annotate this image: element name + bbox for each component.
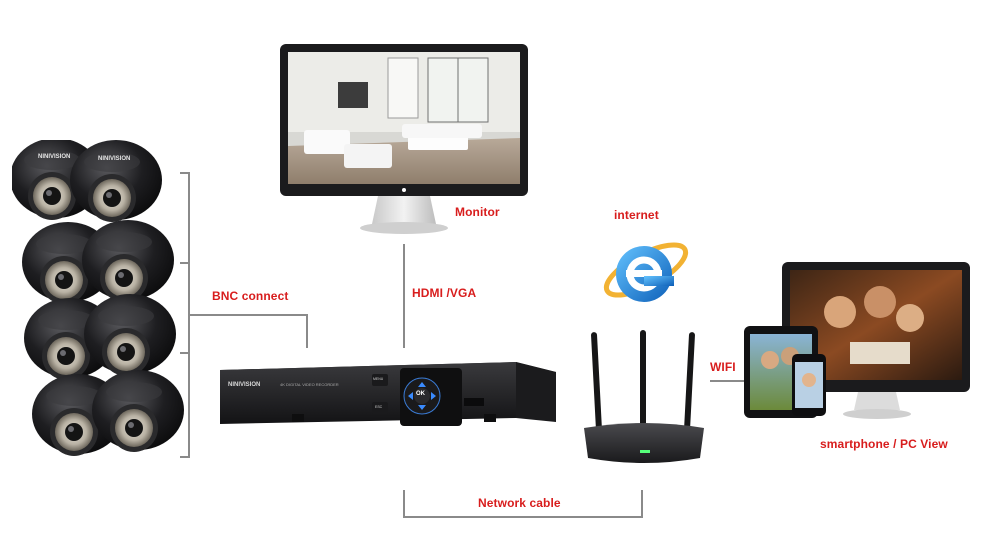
camera-brand-1: NINIVISION (38, 154, 70, 160)
wifi-label: WIFI (710, 360, 736, 374)
smartphone-pc-view-label: smartphone / PC View (820, 437, 948, 451)
hdmi-vga-label: HDMI /VGA (412, 286, 476, 300)
internet-label: internet (614, 208, 659, 222)
dvr-ok-button: OK (416, 391, 425, 397)
network-left (403, 490, 405, 518)
network-bottom (403, 516, 643, 518)
bnc-connect-label: BNC connect (212, 289, 288, 303)
hdmi-vertical (403, 244, 405, 348)
monitor (278, 42, 530, 236)
wifi-router (578, 330, 710, 470)
dvr-menu-button: MENU (373, 377, 383, 381)
network-right (641, 490, 643, 518)
dvr-esc-button: ESC (375, 405, 382, 409)
client-devices (740, 262, 972, 424)
camera-brand-2: NINIVISION (98, 156, 130, 162)
bnc-horizontal (188, 314, 308, 316)
camera-stack: NINIVISION NINIVISION (12, 140, 192, 470)
dvr-recorder: NINIVISION 4K DIGITAL VIDEO RECORDER OK … (216, 348, 558, 430)
network-cable-label: Network cable (478, 496, 561, 510)
dvr-brand: NINIVISION (228, 382, 260, 388)
bnc-down (306, 314, 308, 348)
internet-explorer-icon (600, 226, 692, 318)
dvr-model: 4K DIGITAL VIDEO RECORDER (280, 382, 339, 387)
wifi-horizontal (710, 380, 744, 382)
